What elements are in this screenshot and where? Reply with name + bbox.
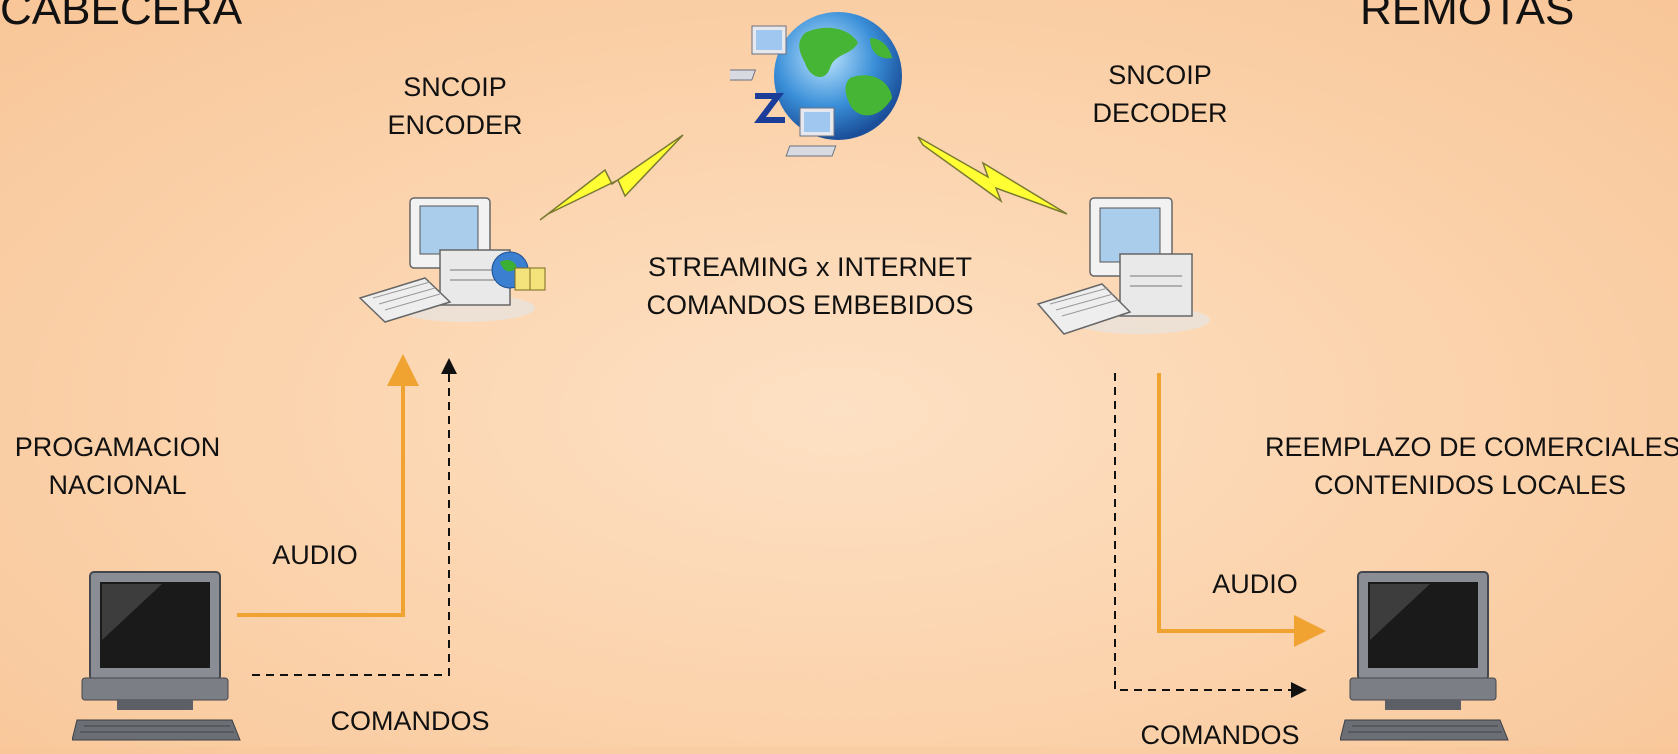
source-label: PROGAMACION NACIONAL [0,428,235,504]
streaming-label-line2: COMANDOS EMBEBIDOS [646,290,974,320]
destination-label: REEMPLAZO DE COMERCIALES CONTENIDOS LOCA… [1265,428,1678,504]
decoder-computer-icon [1036,197,1210,335]
decoder-label-line1: SNCOIP [1108,60,1212,90]
lightning-left-icon [539,134,684,221]
right-audio-label: AUDIO [1212,569,1298,599]
destination-label-line1: REEMPLAZO DE COMERCIALES [1265,432,1678,462]
left-audio-label: AUDIO [272,540,358,570]
lightning-right-icon [917,136,1068,215]
source-monitor-icon [72,571,241,741]
left-commands-line [252,358,457,676]
source-label-line1: PROGAMACION [14,432,221,462]
encoder-label-line2: ENCODER [387,110,523,140]
encoder-label-line1: SNCOIP [403,72,507,102]
header-cabecera: CABECERA [0,0,243,34]
encoder-label: SNCOIP ENCODER [370,68,540,144]
globe-network-icon [730,12,902,157]
header-remotas: REMOTAS [1360,0,1575,34]
decoder-label: SNCOIP DECODER [1070,56,1250,132]
destination-label-line2: CONTENIDOS LOCALES [1313,470,1627,500]
left-commands-label: COMANDOS [330,706,490,736]
right-audio-line [1157,373,1326,647]
decoder-label-line2: DECODER [1092,98,1228,128]
left-audio-line [237,354,419,617]
destination-monitor-icon [1340,571,1509,741]
streaming-label-line1: STREAMING x INTERNET [647,252,972,282]
streaming-label: STREAMING x INTERNET COMANDOS EMBEBIDOS [640,248,980,324]
encoder-computer-icon [358,197,546,323]
right-commands-label: COMANDOS [1140,720,1300,750]
source-label-line2: NACIONAL [48,470,187,500]
right-commands-line [1114,373,1307,698]
